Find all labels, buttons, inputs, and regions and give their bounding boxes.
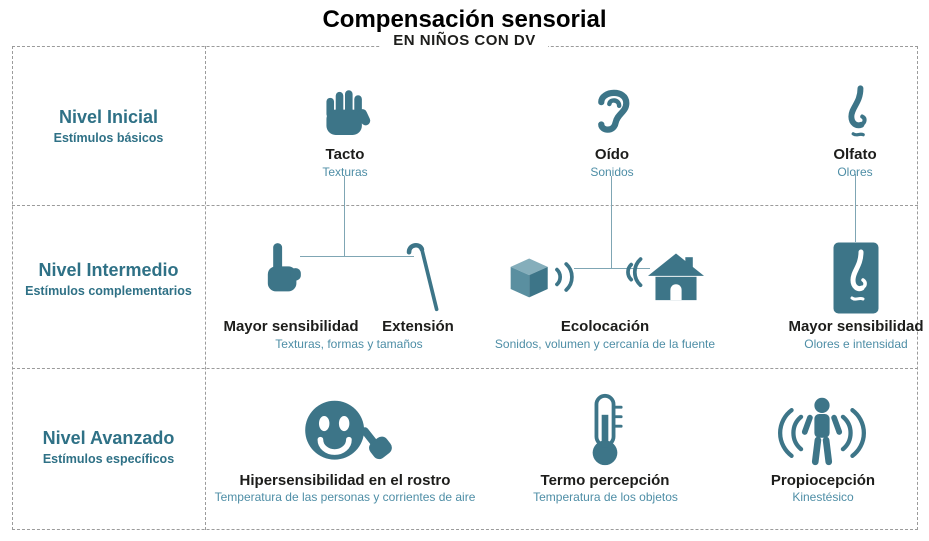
page-subtitle: EN NIÑOS CON DV — [381, 32, 548, 49]
pointing-finger-icon — [267, 243, 301, 292]
level-name: Nivel Avanzado — [42, 428, 175, 448]
nose-icon — [848, 85, 867, 137]
level-desc: Estímulos complementarios — [25, 284, 192, 298]
row3-termo-sub: Temperatura de los objetos — [533, 490, 678, 504]
row2-oido-label: Ecolocación — [560, 318, 650, 335]
row2-olfato-label: Mayor sensibilidad — [788, 318, 924, 335]
oido-sub: Sonidos — [590, 165, 634, 179]
row3-termo-label: Termo percepción — [540, 472, 670, 489]
cube-sound-icon — [510, 258, 574, 298]
tacto-sub: Texturas — [322, 165, 368, 179]
page-title: Compensación sensorial — [322, 6, 607, 33]
page-subtitle-wrap: EN NIÑOS CON DV — [0, 32, 929, 50]
ear-icon — [598, 89, 630, 133]
connector-oido-vertical — [611, 176, 612, 269]
olfato-sub: Olores — [837, 165, 873, 179]
face-touch-icon — [305, 400, 392, 460]
thermometer-icon-box — [586, 392, 624, 473]
cube-sound-icon-box — [505, 252, 583, 307]
level-name: Nivel Intermedio — [38, 260, 179, 280]
row2-tacto-label-left: Mayor sensibilidad — [223, 318, 359, 335]
pointing-finger-icon-box — [258, 240, 308, 303]
connector-oido-horizontal — [574, 268, 650, 269]
row3-rostro-label: Hipersensibilidad en el rostro — [239, 472, 451, 489]
cell-tacto: Tacto Texturas — [275, 74, 415, 179]
level-desc: Estímulos básicos — [53, 131, 164, 145]
level-name: Nivel Inicial — [58, 107, 159, 127]
hand-icon — [326, 90, 371, 135]
cell-olfato: Olfato Olores — [785, 74, 925, 179]
connector-tacto-horizontal — [300, 256, 414, 257]
face-touch-icon-box — [300, 396, 394, 477]
cane-icon-box — [398, 240, 444, 321]
thermometer-icon — [592, 393, 623, 466]
row-divider-2 — [12, 368, 918, 369]
oido-label: Oído — [594, 146, 630, 163]
connector-olfato-vertical — [855, 174, 856, 242]
body-waves-icon — [778, 397, 866, 466]
connector-tacto-vertical — [344, 176, 345, 257]
olfato-label: Olfato — [833, 146, 877, 163]
nose-icon-box — [785, 74, 925, 142]
level-inicial: Nivel Inicial Estímulos básicos — [12, 107, 205, 145]
cell-oido: Oído Sonidos — [542, 74, 682, 179]
house-echo-icon — [626, 253, 704, 301]
house-echo-icon-box — [618, 246, 706, 307]
ear-icon-box — [542, 74, 682, 142]
row3-proprio-sub: Kinestésico — [792, 490, 854, 504]
row2-tacto-label-right: Extensión — [382, 318, 454, 335]
column-divider — [205, 46, 206, 530]
row3-proprio-label: Propiocepción — [770, 472, 876, 489]
body-waves-icon-box — [772, 394, 872, 477]
hand-icon-box — [275, 74, 415, 142]
row3-rostro-sub: Temperatura de las personas y corrientes… — [214, 490, 476, 504]
row-divider-1 — [12, 205, 918, 206]
level-intermedio: Nivel Intermedio Estímulos complementari… — [12, 260, 205, 298]
row2-olfato-sub: Olores e intensidad — [804, 337, 908, 351]
row2-tacto-sub: Texturas, formas y tamaños — [275, 337, 423, 351]
nose-card-icon — [833, 242, 879, 314]
nose-card-icon-box — [833, 242, 879, 319]
cane-icon — [406, 243, 439, 312]
level-avanzado: Nivel Avanzado Estímulos específicos — [12, 428, 205, 466]
level-desc: Estímulos específicos — [42, 452, 175, 466]
tacto-label: Tacto — [325, 146, 365, 163]
row2-oido-sub: Sonidos, volumen y cercanía de la fuente — [494, 337, 716, 351]
